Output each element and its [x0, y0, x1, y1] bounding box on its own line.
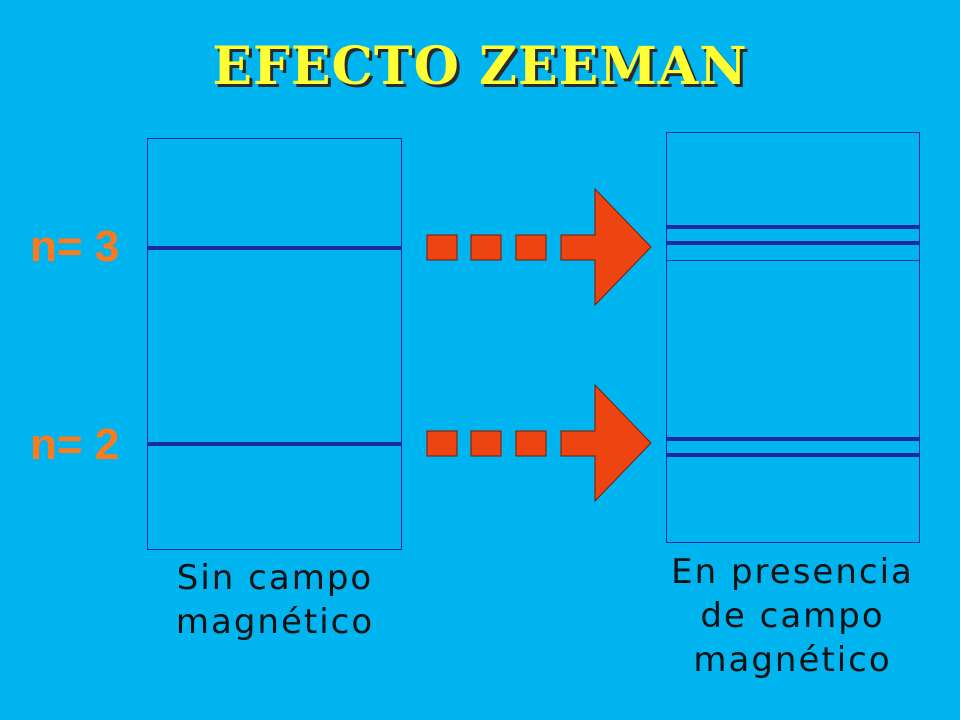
energy-level-n3 [148, 246, 401, 250]
split-level-n3-middle [667, 241, 919, 245]
level-label-n3: n= 3 [30, 222, 120, 271]
split-level-n2-lower [667, 453, 919, 457]
level-label-n2: n= 2 [30, 420, 120, 469]
caption-with-field-line1: En presencia [671, 552, 914, 592]
caption-with-field-line2: de campo [700, 596, 885, 636]
split-level-n2-upper [667, 437, 919, 441]
caption-without-field: Sin campo magnético [150, 556, 400, 644]
caption-without-field-line1: Sin campo [176, 558, 374, 598]
split-level-n3-upper [667, 225, 919, 229]
arrow-icon-lower [426, 383, 652, 503]
caption-without-field-line2: magnético [175, 602, 375, 642]
panel-without-field [147, 138, 402, 550]
page-title: EFECTO ZEEMAN [212, 36, 748, 97]
caption-with-field-line3: magnético [693, 640, 892, 680]
panel-with-field [666, 132, 920, 543]
arrow-icon-upper [426, 187, 652, 307]
energy-level-n2 [148, 442, 401, 446]
split-level-n3-lower [667, 260, 919, 261]
caption-with-field: En presencia de campo magnético [650, 550, 935, 682]
